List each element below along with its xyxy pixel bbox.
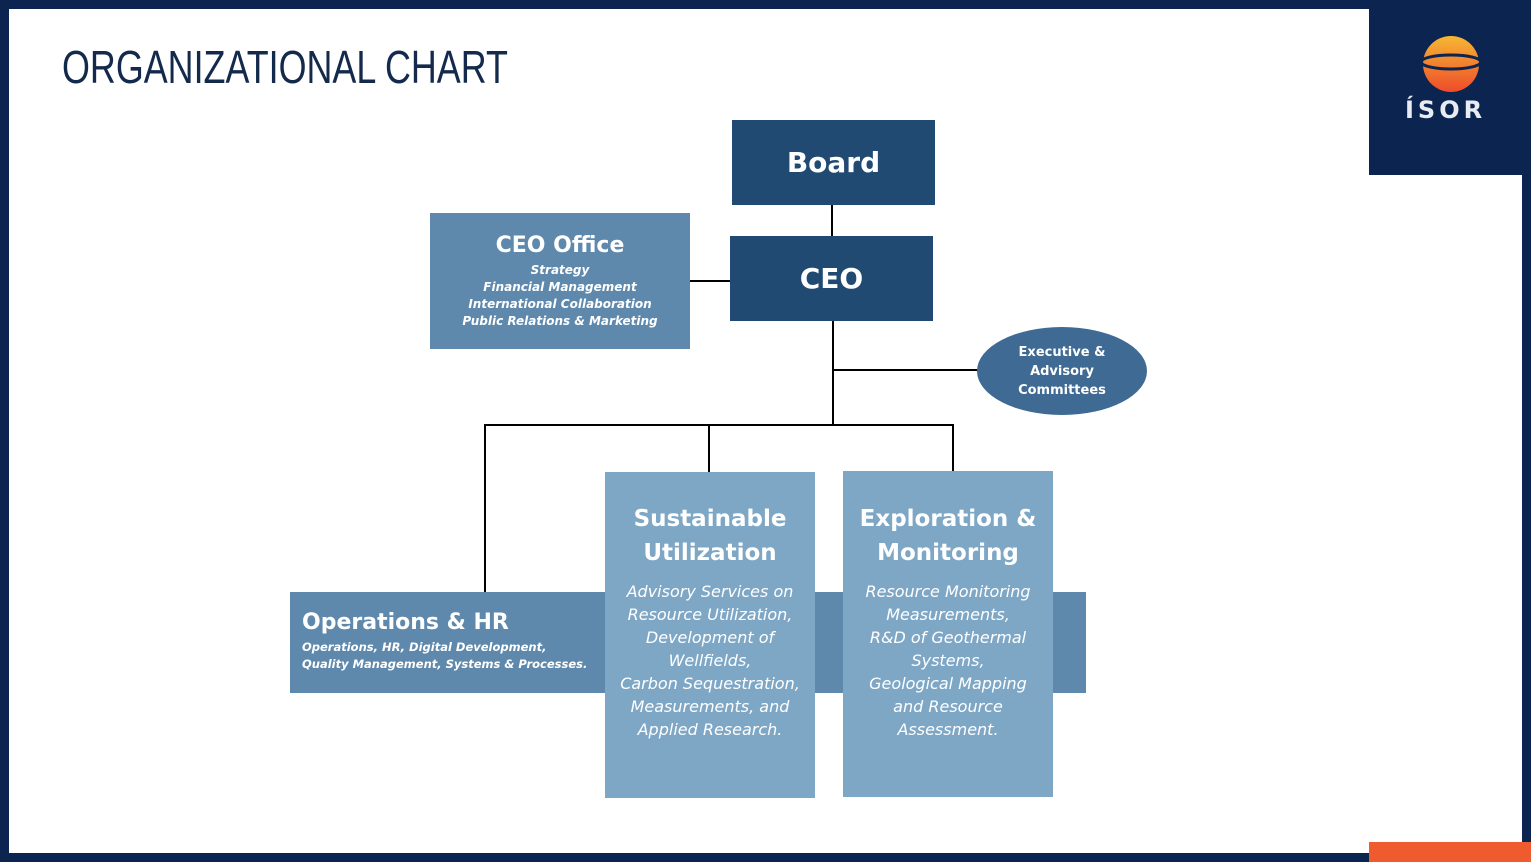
connector (484, 424, 486, 592)
operations-line: Operations, HR, Digital Development, (302, 640, 547, 654)
connector (690, 280, 730, 282)
isor-logo: ÍSOR (1369, 0, 1531, 175)
board-box: Board (732, 120, 935, 205)
board-label: Board (786, 146, 881, 179)
committees-line: Advisory (1030, 363, 1094, 379)
page-title: ORGANIZATIONAL CHART (62, 41, 508, 93)
sustainable-title: Sustainable (633, 506, 787, 532)
sun-logo-icon (1419, 36, 1483, 92)
exploration-line: Assessment. (897, 720, 999, 739)
sustainable-line: Wellfields, (668, 651, 752, 670)
accent-bar (1369, 842, 1531, 862)
operations-title: Operations & HR (302, 610, 509, 635)
ceo-office-item: International Collaboration (468, 296, 652, 311)
sustainable-line: Resource Utilization, (627, 605, 793, 624)
sustainable-line: Advisory Services on (626, 582, 794, 601)
exploration-line: Measurements, (886, 605, 1010, 624)
connector (832, 321, 834, 425)
exploration-title: Exploration & (859, 506, 1037, 532)
exploration-line: Geological Mapping (869, 674, 1027, 693)
connector (831, 205, 833, 236)
exploration-line: R&D of Geothermal (869, 628, 1027, 647)
sustainable-line: Carbon Sequestration, (620, 674, 800, 693)
connector (952, 424, 954, 471)
exploration-title: Monitoring (877, 540, 1019, 566)
exploration-line: Systems, (911, 651, 985, 670)
connector (708, 424, 710, 472)
committees-line: Committees (1018, 382, 1106, 398)
sustainable-line: Applied Research. (637, 720, 783, 739)
connector (833, 369, 978, 371)
ceo-office-item: Public Relations & Marketing (462, 313, 658, 328)
committees-line: Executive & (1018, 344, 1106, 360)
ceo-box: CEO (730, 236, 933, 321)
sustainable-utilization-box: Sustainable Utilization Advisory Service… (605, 472, 815, 798)
ceo-office-box: CEO Office Strategy Financial Management… (430, 213, 690, 349)
ceo-office-title: CEO Office (495, 232, 625, 258)
exploration-line: and Resource (893, 697, 1003, 716)
operations-line: Quality Management, Systems & Processes. (302, 657, 588, 671)
exploration-monitoring-box: Exploration & Monitoring Resource Monito… (843, 471, 1053, 797)
exploration-line: Resource Monitoring (865, 582, 1031, 601)
logo-text: ÍSOR (1405, 96, 1487, 124)
ceo-label: CEO (799, 262, 864, 295)
ceo-office-item: Financial Management (483, 279, 637, 294)
sustainable-title: Utilization (643, 540, 777, 566)
ceo-office-item: Strategy (530, 262, 590, 277)
sustainable-line: Development of (645, 628, 775, 647)
connector (484, 424, 954, 426)
committees-oval: Executive & Advisory Committees (977, 327, 1147, 415)
sustainable-line: Measurements, and (630, 697, 790, 716)
